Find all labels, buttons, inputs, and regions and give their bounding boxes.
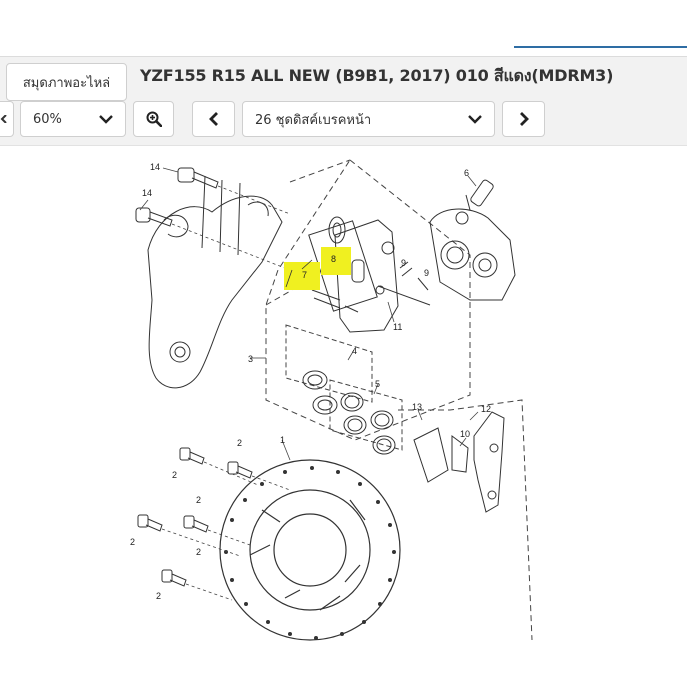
part-label-7[interactable]: 7 bbox=[302, 270, 307, 280]
part-label-13[interactable]: 13 bbox=[412, 402, 422, 412]
page-title: YZF155 R15 ALL NEW (B9B1, 2017) 010 สีแด… bbox=[140, 66, 614, 85]
top-accent-line bbox=[514, 46, 687, 48]
part-label-9b[interactable]: 9 bbox=[424, 268, 429, 278]
section-select[interactable]: 26 ชุดดิสค์เบรคหน้า bbox=[242, 101, 495, 137]
part-label-4[interactable]: 4 bbox=[352, 346, 357, 356]
part-label-10[interactable]: 10 bbox=[460, 429, 470, 439]
left-cutoff-button[interactable] bbox=[0, 101, 14, 137]
part-label-5[interactable]: 5 bbox=[375, 379, 380, 389]
part-label-14a[interactable]: 14 bbox=[150, 162, 160, 172]
highlight-part-8 bbox=[321, 247, 351, 275]
chevron-left-icon bbox=[0, 115, 7, 123]
part-label-2e[interactable]: 2 bbox=[196, 547, 201, 557]
chevron-left-icon bbox=[208, 112, 218, 126]
zoom-select[interactable]: 60% bbox=[20, 101, 126, 137]
section-select-value: 26 ชุดดิสค์เบรคหน้า bbox=[255, 112, 372, 128]
part-label-2a[interactable]: 2 bbox=[237, 438, 242, 448]
parts-diagram[interactable]: 14 14 6 8 7 9 9 11 3 4 5 13 12 10 2 2 2 … bbox=[0, 144, 687, 687]
part-label-2d[interactable]: 2 bbox=[130, 537, 135, 547]
zoom-in-button[interactable] bbox=[133, 101, 174, 137]
part-label-11[interactable]: 11 bbox=[393, 322, 402, 332]
parts-catalog-button[interactable]: สมุดภาพอะไหล่ bbox=[6, 63, 127, 101]
part-label-9a[interactable]: 9 bbox=[401, 258, 406, 268]
part-label-1[interactable]: 1 bbox=[280, 435, 285, 445]
chevron-right-icon bbox=[519, 112, 529, 126]
next-section-button[interactable] bbox=[502, 101, 545, 137]
part-label-8[interactable]: 8 bbox=[331, 254, 336, 264]
part-label-12[interactable]: 12 bbox=[481, 404, 491, 414]
part-label-2c[interactable]: 2 bbox=[196, 495, 201, 505]
part-label-2f[interactable]: 2 bbox=[156, 591, 161, 601]
previous-section-button[interactable] bbox=[192, 101, 235, 137]
chevron-down-icon bbox=[468, 114, 482, 124]
zoom-value: 60% bbox=[33, 111, 62, 127]
parts-catalog-label: สมุดภาพอะไหล่ bbox=[22, 75, 111, 91]
part-label-3[interactable]: 3 bbox=[248, 354, 253, 364]
chevron-down-icon bbox=[99, 114, 113, 124]
part-label-14b[interactable]: 14 bbox=[142, 188, 152, 198]
zoom-in-icon bbox=[146, 111, 162, 127]
part-label-6[interactable]: 6 bbox=[464, 168, 469, 178]
part-label-2b[interactable]: 2 bbox=[172, 470, 177, 480]
